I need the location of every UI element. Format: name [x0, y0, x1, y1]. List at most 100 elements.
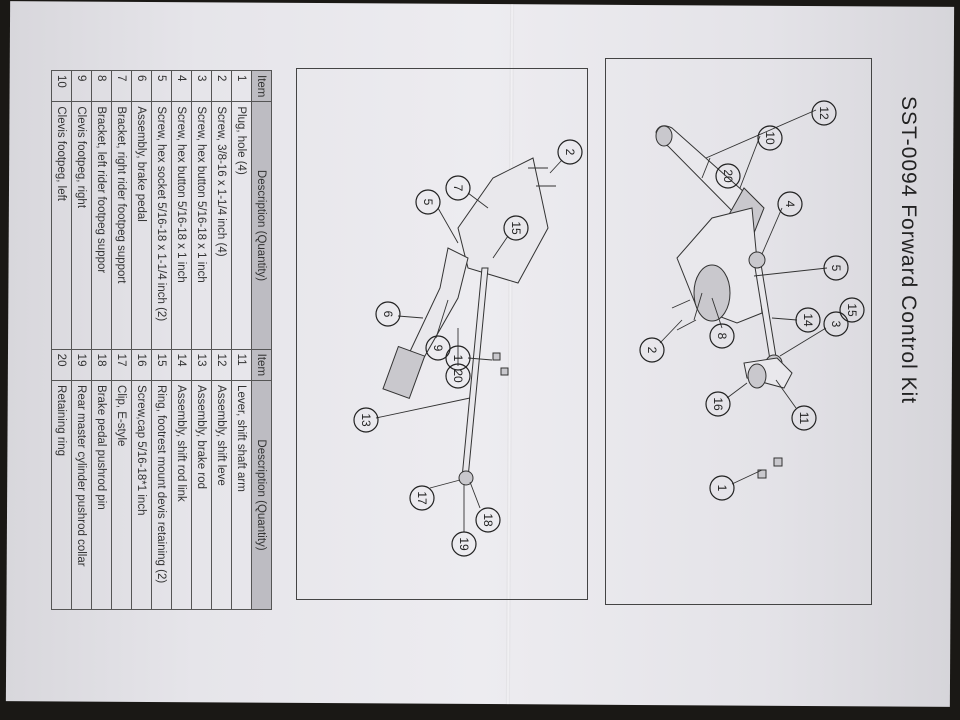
item-description: Plug, hole (4) — [231, 101, 252, 350]
svg-text:2: 2 — [645, 347, 659, 354]
svg-text:7: 7 — [451, 185, 465, 192]
svg-text:3: 3 — [829, 321, 843, 328]
callout-15: 15 — [839, 297, 865, 323]
brake-callout-17: 17 — [409, 485, 435, 511]
item-number: 20 — [51, 349, 72, 381]
leader-20 — [701, 157, 711, 179]
callout-10: 10 — [757, 125, 783, 151]
item-description: Brake pedal pushrod pin — [91, 380, 112, 610]
svg-text:9: 9 — [431, 345, 445, 352]
header-description: Description (Quantity) — [251, 101, 272, 350]
brake-leader-17 — [429, 479, 461, 489]
shaft-arm-hub — [747, 363, 767, 389]
item-description: Screw, hex button 5/16-18 x 1 inch — [191, 101, 212, 350]
header-item-2: Item — [251, 349, 272, 381]
item-number: 16 — [131, 349, 152, 381]
plug-part-a — [773, 457, 783, 467]
item-description: Screw,cap 5/16-18*1 inch — [131, 380, 152, 610]
callout-16: 16 — [705, 391, 731, 417]
item-description: Clevis footpeg, left — [51, 101, 72, 350]
leader-16 — [726, 382, 748, 399]
brake-rod-part — [461, 267, 489, 479]
callout-14: 14 — [795, 307, 821, 333]
brake-callout-1: 1 — [445, 345, 471, 371]
svg-text:11: 11 — [797, 412, 811, 425]
item-number: 10 — [51, 70, 72, 102]
brake-leader-5 — [437, 207, 459, 244]
svg-text:20: 20 — [451, 369, 465, 383]
brake-callout-19: 19 — [451, 531, 477, 557]
item-description: Lever, shift shaft arm — [231, 380, 252, 610]
svg-text:14: 14 — [801, 313, 815, 327]
item-description: Assembly, brake rod — [191, 380, 212, 610]
brake-callout-5: 5 — [415, 189, 441, 215]
leader-3 — [779, 327, 827, 357]
brake-control-diagram: 2 15 7 5 6 9 20 13 1 17 18 19 — [353, 139, 583, 557]
item-number: 1 — [231, 70, 252, 102]
svg-text:5: 5 — [829, 265, 843, 272]
svg-text:10: 10 — [763, 131, 777, 145]
callout-3: 3 — [823, 311, 849, 337]
brake-leader-9 — [435, 299, 449, 339]
callout-5: 5 — [823, 255, 849, 281]
header-description-2: Description (Quantity) — [251, 380, 272, 610]
item-description: Retaining ring — [51, 380, 72, 610]
brake-plug-b — [500, 367, 509, 376]
svg-text:8: 8 — [715, 333, 729, 340]
brake-leader-13 — [375, 397, 471, 419]
item-number: 6 — [131, 70, 152, 102]
leader-10 — [739, 135, 761, 189]
svg-text:1: 1 — [715, 485, 729, 492]
item-description: Screw, hex button 5/16-18 x 1 inch — [171, 101, 192, 350]
brake-callout-13: 13 — [353, 407, 379, 433]
svg-text:12: 12 — [817, 106, 831, 120]
svg-text:19: 19 — [457, 537, 471, 551]
item-number: 3 — [191, 70, 212, 102]
callout-8: 8 — [709, 323, 735, 349]
svg-text:16: 16 — [711, 397, 725, 411]
item-number: 8 — [91, 70, 112, 102]
table-header-row: Item Description (Quantity) Item Descrip… — [251, 70, 272, 610]
item-description: Assembly, brake pedal — [131, 101, 152, 350]
item-number: 7 — [111, 70, 132, 102]
brake-plug-a — [492, 352, 501, 361]
screw-part-b — [676, 319, 697, 331]
brake-callout-2: 2 — [557, 139, 583, 165]
rod-end-front — [748, 251, 766, 269]
leader-14 — [771, 317, 798, 321]
item-number: 9 — [71, 70, 92, 102]
leader-15 — [693, 292, 703, 321]
svg-text:6: 6 — [381, 311, 395, 318]
item-number: 14 — [171, 349, 192, 381]
svg-text:20: 20 — [721, 169, 735, 183]
bracket-boss — [693, 264, 731, 322]
brake-rod-end — [458, 470, 474, 486]
brake-leader-1 — [467, 357, 493, 361]
item-description: Assembly, shift rod link — [171, 380, 192, 610]
item-description: Clip, E-style — [111, 380, 132, 610]
svg-text:15: 15 — [845, 303, 859, 317]
brake-leader-6 — [397, 315, 424, 319]
item-description: Assembly, shift leve — [211, 380, 232, 610]
svg-text:15: 15 — [509, 221, 523, 235]
brake-callout-20: 20 — [445, 363, 471, 389]
callout-20: 20 — [715, 163, 741, 189]
item-number: 12 — [211, 349, 232, 381]
callout-2: 2 — [639, 337, 665, 363]
leader-1 — [731, 469, 763, 485]
brake-callout-9: 9 — [425, 335, 451, 361]
leader-5 — [753, 267, 828, 277]
svg-text:18: 18 — [481, 513, 495, 527]
item-description: Screw, hex socket 5/16-18 x 1-1/4 inch (… — [151, 101, 172, 350]
brake-pedal-pad — [382, 345, 426, 400]
document-title: SST-0094 Forward Control Kit — [897, 96, 920, 405]
